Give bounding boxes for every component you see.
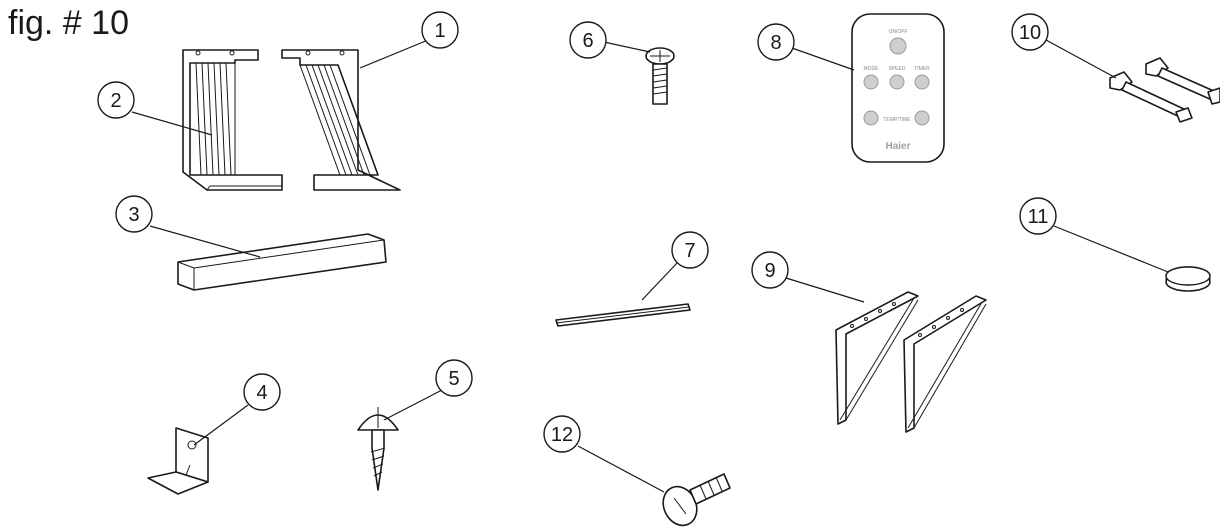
- svg-text:10: 10: [1019, 22, 1041, 44]
- svg-text:2: 2: [110, 90, 121, 112]
- remote-timer-label: TIMER: [914, 66, 930, 72]
- part-7-rail: [555, 303, 691, 327]
- part-3-foam-strip: [177, 233, 387, 291]
- part-10-bolts: [1109, 57, 1220, 123]
- part-6-screw: [645, 47, 675, 105]
- callout-7: 7: [671, 231, 709, 269]
- remote-temp-label: TEMP/TIME: [883, 117, 911, 123]
- svg-text:3: 3: [128, 204, 139, 226]
- svg-text:1: 1: [434, 20, 445, 42]
- leader-9: [785, 277, 865, 303]
- callout-6: 6: [569, 21, 607, 59]
- part-5-wood-screw: [357, 407, 399, 491]
- svg-text:4: 4: [256, 382, 267, 404]
- callout-4: 4: [243, 373, 281, 411]
- callout-1: 1: [421, 11, 459, 49]
- part-11-round-pad: [1165, 266, 1211, 292]
- callout-8: 8: [757, 23, 795, 61]
- leader-5: [383, 389, 443, 421]
- part-12-screw: [662, 473, 731, 527]
- svg-text:6: 6: [582, 30, 593, 52]
- figure-title: fig. # 10: [8, 4, 129, 42]
- leader-1: [359, 39, 429, 69]
- remote-speed-label: SPEED: [889, 66, 906, 72]
- callout-10: 10: [1011, 13, 1049, 51]
- callout-11: 11: [1019, 197, 1057, 235]
- leader-7: [641, 261, 679, 301]
- leader-3: [149, 225, 261, 258]
- svg-text:12: 12: [551, 424, 573, 446]
- leader-2: [131, 111, 213, 136]
- part-2-side-panel-left: [182, 49, 283, 191]
- remote-power-label: ON/OFF: [889, 29, 908, 35]
- callout-5: 5: [435, 359, 473, 397]
- svg-text:5: 5: [448, 368, 459, 390]
- callout-3: 3: [115, 195, 153, 233]
- leader-6: [603, 41, 651, 53]
- leader-12: [577, 445, 665, 493]
- svg-text:11: 11: [1028, 206, 1049, 228]
- leader-11: [1053, 225, 1169, 273]
- part-4-l-bracket: [147, 427, 209, 495]
- callout-2: 2: [97, 81, 135, 119]
- part-8-remote-control: ON/OFF MODE SPEED TIMER TEMP/TIME Haier: [851, 13, 945, 163]
- callout-12: 12: [543, 415, 581, 453]
- leader-8: [791, 47, 855, 71]
- callout-9: 9: [751, 251, 789, 289]
- leader-10: [1045, 39, 1117, 79]
- svg-text:7: 7: [684, 240, 695, 262]
- part-9-support-brackets: [835, 291, 987, 433]
- remote-brand-logo: Haier: [885, 141, 910, 152]
- svg-text:8: 8: [770, 32, 781, 54]
- remote-mode-label: MODE: [864, 66, 880, 72]
- svg-text:9: 9: [764, 260, 775, 282]
- leader-4: [193, 404, 249, 446]
- part-1-side-panel-right: [281, 49, 401, 191]
